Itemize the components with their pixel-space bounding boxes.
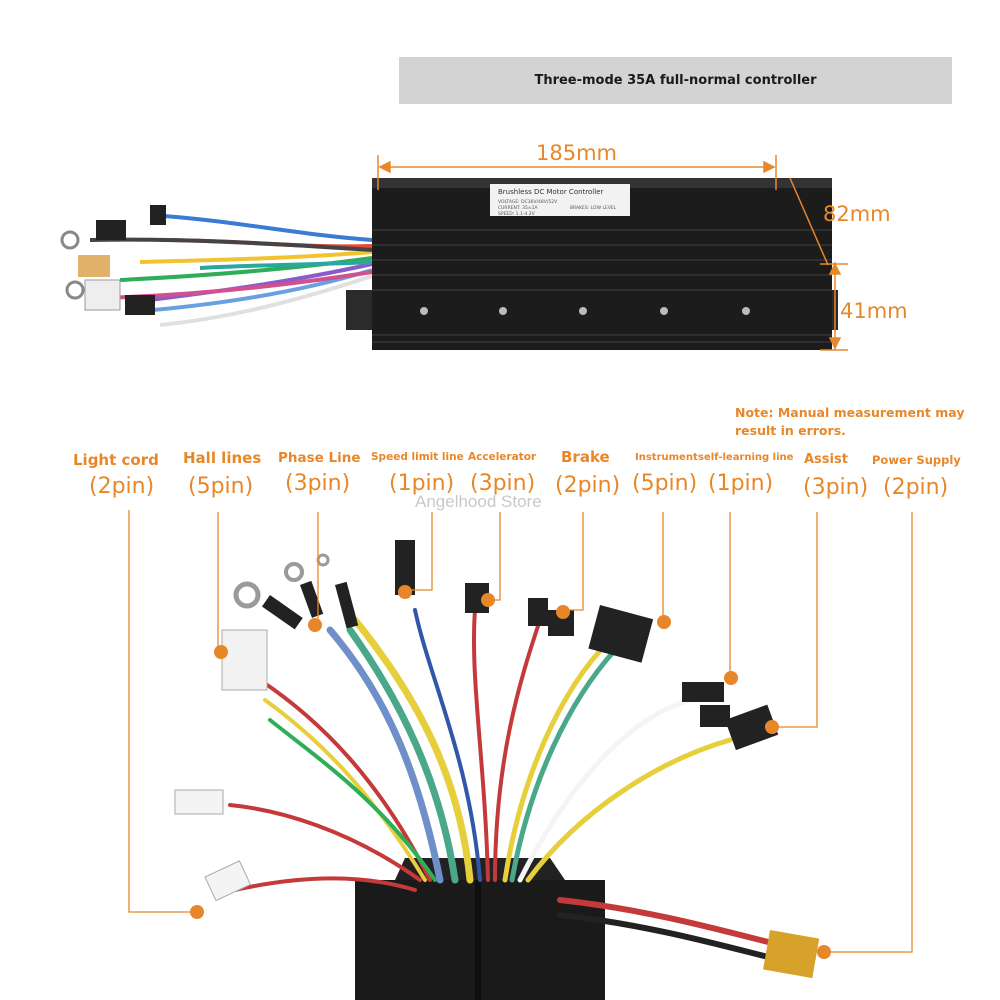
controller-wiring-view (128, 510, 913, 1000)
callout-label-phase-line: Phase Line (278, 450, 361, 466)
title-banner: Three-mode 35A full-normal controller (399, 57, 952, 104)
callout-label-hall-lines: Hall lines (183, 449, 262, 467)
callout-pins-phase-line: (3pin) (285, 471, 351, 496)
label-current: CURRENT: 35±1A (498, 205, 538, 211)
callout-pins-assist: (3pin) (803, 475, 869, 500)
callout-label-brake: Brake (561, 448, 610, 466)
callout-pins-hall-lines: (5pin) (188, 474, 254, 499)
callout-pins-instrument: (5pin) (632, 471, 698, 496)
height-dimension: 41mm (840, 299, 908, 323)
callout-label-assist: Assist (804, 452, 848, 467)
callout-label-light-cord: Light cord (73, 451, 159, 469)
store-watermark: Angelhood Store (415, 492, 542, 511)
callout-pins-power-supply: (2pin) (883, 475, 949, 500)
callout-label-self-learning: self-learning line (698, 452, 794, 463)
callout-label-speed-limit: Speed limit line (371, 451, 464, 463)
callout-label-accelerator: Accelerator (468, 451, 537, 463)
callout-label-instrument: Instrument (635, 452, 698, 463)
label-speed: SPEED: 1.1-4.2V (498, 211, 536, 217)
label-voltage: VOLTAGE: DC36V/48V/52V (498, 199, 558, 205)
callout-pins-brake: (2pin) (555, 473, 621, 498)
callout-label-power-supply: Power Supply (872, 453, 961, 467)
product-title: Three-mode 35A full-normal controller (534, 73, 817, 88)
callout-pins-light-cord: (2pin) (89, 474, 155, 499)
measurement-note: Note: Manual measurement may result in e… (735, 405, 965, 438)
width-dimension: 82mm (823, 202, 891, 226)
callout-pins-speed-limit: (1pin) (389, 471, 455, 496)
callout-pins-accelerator: (3pin) (470, 471, 536, 496)
label-heading: Brushless DC Motor Controller (498, 188, 603, 196)
length-dimension: 185mm (536, 141, 617, 165)
controller-top-view: Brushless DC Motor Controller VOLTAGE: D… (60, 155, 848, 351)
label-brakes: BRAKES: LOW LEVEL (570, 205, 617, 211)
callout-pins-self-learning: (1pin) (708, 471, 774, 496)
